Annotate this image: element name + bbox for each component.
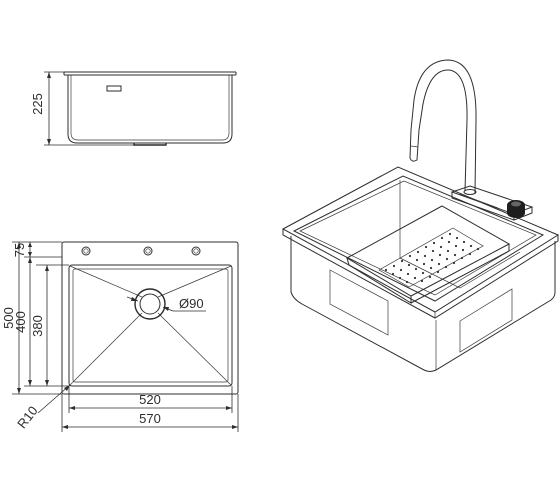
sink-side-view: 225 (30, 71, 237, 146)
faucet-icon (409, 59, 477, 195)
colander-tray-icon (345, 205, 511, 304)
ledge-label: 75 (12, 243, 27, 257)
sink-3d-view (281, 59, 560, 372)
inner-width-label: 520 (139, 392, 161, 407)
bowl-depth-inner-label: 380 (30, 315, 45, 337)
control-deck (450, 185, 534, 221)
depth-label: 225 (30, 93, 45, 115)
faucet-hole-2 (143, 246, 153, 256)
faucet-hole-1 (81, 246, 91, 256)
drain-diameter-label: Ø90 (179, 296, 204, 311)
bowl-depth-outer-label: 400 (13, 311, 28, 333)
control-knob-icon (507, 200, 525, 218)
drain-icon (134, 288, 166, 320)
sink-top-view: Ø90 500 75 400 380 520 (1, 241, 239, 432)
total-width-label: 570 (139, 411, 161, 426)
total-depth-label: 500 (1, 307, 16, 329)
colander-holes (384, 232, 480, 284)
faucet-hole-3 (191, 246, 201, 256)
corner-radius-label: R10 (14, 403, 41, 431)
